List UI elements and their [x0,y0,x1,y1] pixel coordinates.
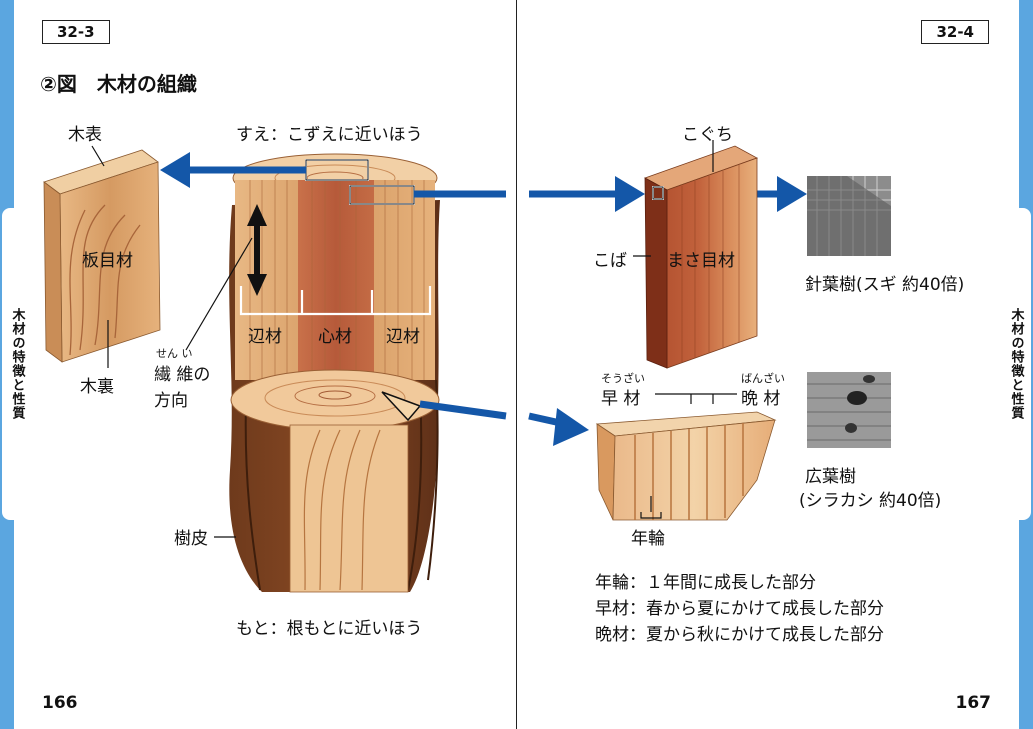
right-page-number: 167 [955,693,992,713]
label-henzai-left: 辺材 [248,327,282,347]
label-itame: 板目材 [82,251,133,271]
right-thumb-index: 木材の特徴と性質 [1001,208,1031,520]
label-nenrin: 年輪 [631,529,665,549]
right-section-tag: 32-4 [921,20,989,44]
conifer-micrograph [807,176,891,256]
label-koguchi: こぐち [682,125,733,145]
left-page: 木材の特徴と性質 32-3 ②図 木材の組織 [0,0,517,729]
left-section-tag: 32-3 [42,20,110,44]
definition-banzai: 晩材：夏から秋にかけて成長した部分 [595,625,884,645]
label-sue: すえ：こずえに近いほう [236,125,423,145]
masame-board [644,145,758,369]
specimen-illustration [528,140,891,521]
heartwood-band [298,180,374,380]
itame-board [43,149,161,363]
ruby-banzai: ばんざい [741,372,785,385]
ruby-sozai: そうざい [601,372,645,385]
ruby-fiber: せん い [156,347,193,360]
definition-sozai: 早材：春から夏にかけて成長した部分 [595,599,884,619]
label-masame: まさ目材 [667,251,735,271]
log-illustration [43,145,507,593]
label-banzai: 晩 材 [741,389,781,409]
left-thumb-index: 木材の特徴と性質 [2,208,32,520]
label-fiber-line2: 方向 [154,391,188,411]
right-page: 木材の特徴と性質 32-4 [517,0,1033,729]
hardwood-micrograph [807,372,891,448]
leader-lines [91,145,253,538]
left-side-label: 木材の特徴と性質 [9,308,25,420]
wood-zone-brackets [239,286,432,316]
figure-title: ②図 木材の組織 [40,72,197,96]
blue-arrows [160,152,507,420]
growth-ring-wedge [595,411,777,521]
left-page-number: 166 [42,693,78,713]
right-side-label: 木材の特徴と性質 [1008,308,1024,420]
label-hardwood-line2: (シラカシ 約40倍) [799,491,942,511]
label-mokuri: 木裏 [80,377,114,397]
label-koba: こば [593,251,627,271]
label-hardwood-line1: 広葉樹 [805,467,856,487]
lower-cut-face [289,424,409,593]
middle-end-grain [230,369,440,431]
label-mokuhyo: 木表 [68,125,102,145]
label-conifer: 針葉樹(スギ 約40倍) [805,275,965,295]
label-sozai: 早 材 [601,389,641,409]
label-moto: もと：根もとに近いほう [236,619,423,639]
definition-nenrin: 年輪：１年間に成長した部分 [595,573,816,593]
label-fiber-line1: 繊 維の [154,365,211,385]
label-shinzai: 心材 [318,327,352,347]
label-henzai-right: 辺材 [386,327,420,347]
wedge-highlight [381,391,422,422]
right-leader-lines [633,140,737,519]
fiber-direction-arrow [247,204,267,296]
label-bark: 樹皮 [174,529,208,549]
